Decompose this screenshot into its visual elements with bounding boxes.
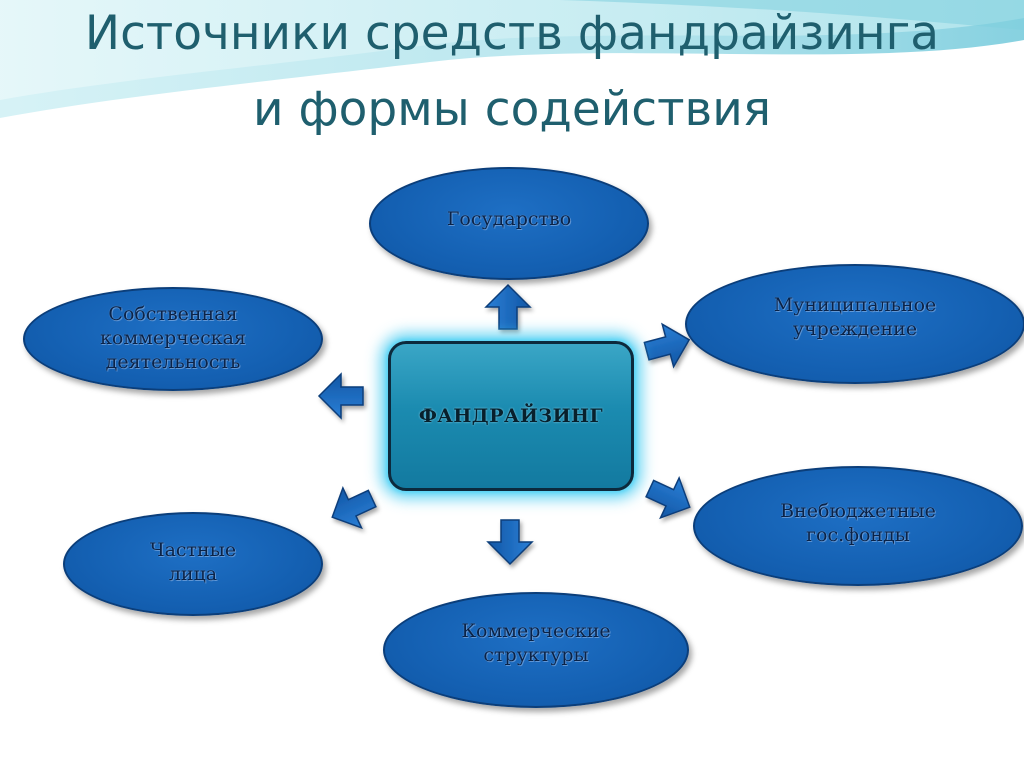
node-own-activity: Собственная коммерческая деятельность [23,287,323,391]
node-municipal: Муниципальное учреждение [685,264,1024,384]
node-offbudget: Внебюджетные гос.фонды [693,466,1023,586]
arrow-up [485,284,531,330]
node-private-label: Частные лица [149,539,237,585]
node-offbudget-label: Внебюджетные гос.фонды [780,500,936,546]
node-state: Государство [369,167,649,280]
arrow-down-right [639,467,700,528]
center-fundraising-label: ФАНДРАЙЗИНГ [418,405,604,427]
node-state-label: Государство [446,207,572,230]
node-commercial: Коммерческие структуры [383,592,689,708]
node-commercial-label: Коммерческие структуры [461,620,611,666]
decorative-waves [0,0,1024,118]
arrow-down [487,519,533,565]
title-line-1: Источники средств фандрайзинга [84,6,940,61]
node-private: Частные лица [63,512,323,616]
node-own-activity-label: Собственная коммерческая деятельность [100,303,246,373]
arrow-down-left [322,477,383,538]
title-line-2: и формы содействия [252,82,772,137]
arrow-left [318,373,364,419]
center-fundraising-box: ФАНДРАЙЗИНГ [388,341,634,491]
node-municipal-label: Муниципальное учреждение [773,294,937,340]
